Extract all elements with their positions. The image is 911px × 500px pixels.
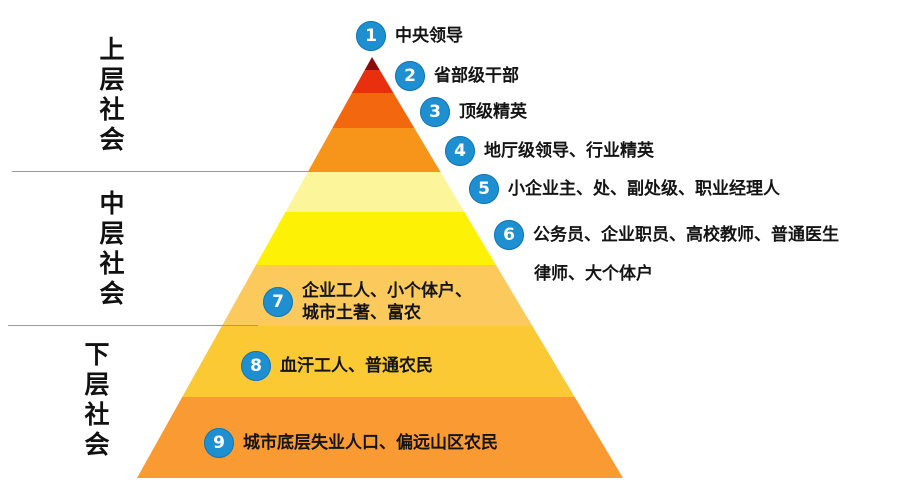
- pyramid-band-2: [351, 70, 394, 93]
- level-badge: 8: [241, 351, 271, 381]
- tier-char: 层: [99, 65, 125, 94]
- tier-char: 会: [99, 125, 125, 154]
- level-item-3: 3 顶级精英: [420, 97, 527, 127]
- pyramid-band-3: [332, 93, 415, 128]
- tier-char: 社: [99, 249, 125, 278]
- level-badge: 4: [445, 136, 475, 166]
- level-badge: 3: [420, 97, 450, 127]
- pyramid-band-8: [182, 326, 575, 397]
- level-item-9: 9 城市底层失业人口、偏远山区农民: [204, 428, 498, 458]
- tier-divider-middle-lower: [8, 325, 258, 326]
- level-text: 省部级干部: [434, 66, 519, 86]
- pyramid-band-6: [255, 212, 497, 265]
- tier-char: 下: [84, 340, 110, 369]
- tier-char: 会: [99, 279, 125, 308]
- level-item-5: 5 小企业主、处、副处级、职业经理人: [469, 174, 780, 204]
- level-badge: 5: [469, 174, 499, 204]
- tier-char: 层: [99, 219, 125, 248]
- level-text: 地厅级领导、行业精英: [484, 141, 654, 161]
- level-text-block: 企业工人、小个体户、 城市土著、富农: [302, 280, 472, 324]
- pyramid-band-9: [137, 397, 623, 478]
- tier-label-middle: 中 层 社 会: [92, 189, 132, 309]
- tier-char: 中: [99, 189, 125, 218]
- level-badge: 1: [356, 21, 386, 51]
- level-item-7: 7 企业工人、小个体户、 城市土著、富农: [263, 280, 472, 324]
- level-text: 血汗工人、普通农民: [280, 356, 433, 376]
- level-badge: 7: [263, 287, 293, 317]
- tier-char: 社: [99, 95, 125, 124]
- level-badge: 9: [204, 428, 234, 458]
- level-text: 城市底层失业人口、偏远山区农民: [243, 433, 498, 453]
- pyramid-band-4: [307, 128, 441, 172]
- level-text: 公务员、企业职员、高校教师、普通医生: [533, 225, 839, 245]
- tier-char: 社: [84, 400, 110, 429]
- level-text-line2: 城市土著、富农: [302, 303, 421, 323]
- tier-char: 层: [84, 370, 110, 399]
- tier-char: 上: [99, 35, 125, 64]
- level-text: 中央领导: [395, 26, 463, 46]
- level-badge: 6: [494, 220, 524, 250]
- level-badge: 2: [395, 61, 425, 91]
- tier-char: 会: [84, 430, 110, 459]
- level-item-6: 6 公务员、企业职员、高校教师、普通医生: [494, 220, 839, 250]
- level-item-2: 2 省部级干部: [395, 61, 519, 91]
- tier-divider-upper-middle: [12, 171, 312, 172]
- level-item-4: 4 地厅级领导、行业精英: [445, 136, 654, 166]
- level-item-8: 8 血汗工人、普通农民: [241, 351, 433, 381]
- pyramid-band-5: [285, 172, 465, 212]
- level-text: 小企业主、处、副处级、职业经理人: [508, 179, 780, 199]
- pyramid-band-7: [221, 265, 533, 326]
- tier-label-lower: 下 层 社 会: [77, 340, 117, 460]
- level-item-1: 1 中央领导: [356, 21, 463, 51]
- level-text: 企业工人、小个体户、: [302, 281, 472, 301]
- pyramid-band-1: [364, 57, 380, 70]
- tier-label-upper: 上 层 社 会: [92, 35, 132, 155]
- level-text-line2: 律师、大个体户: [534, 264, 653, 284]
- level-text: 顶级精英: [459, 102, 527, 122]
